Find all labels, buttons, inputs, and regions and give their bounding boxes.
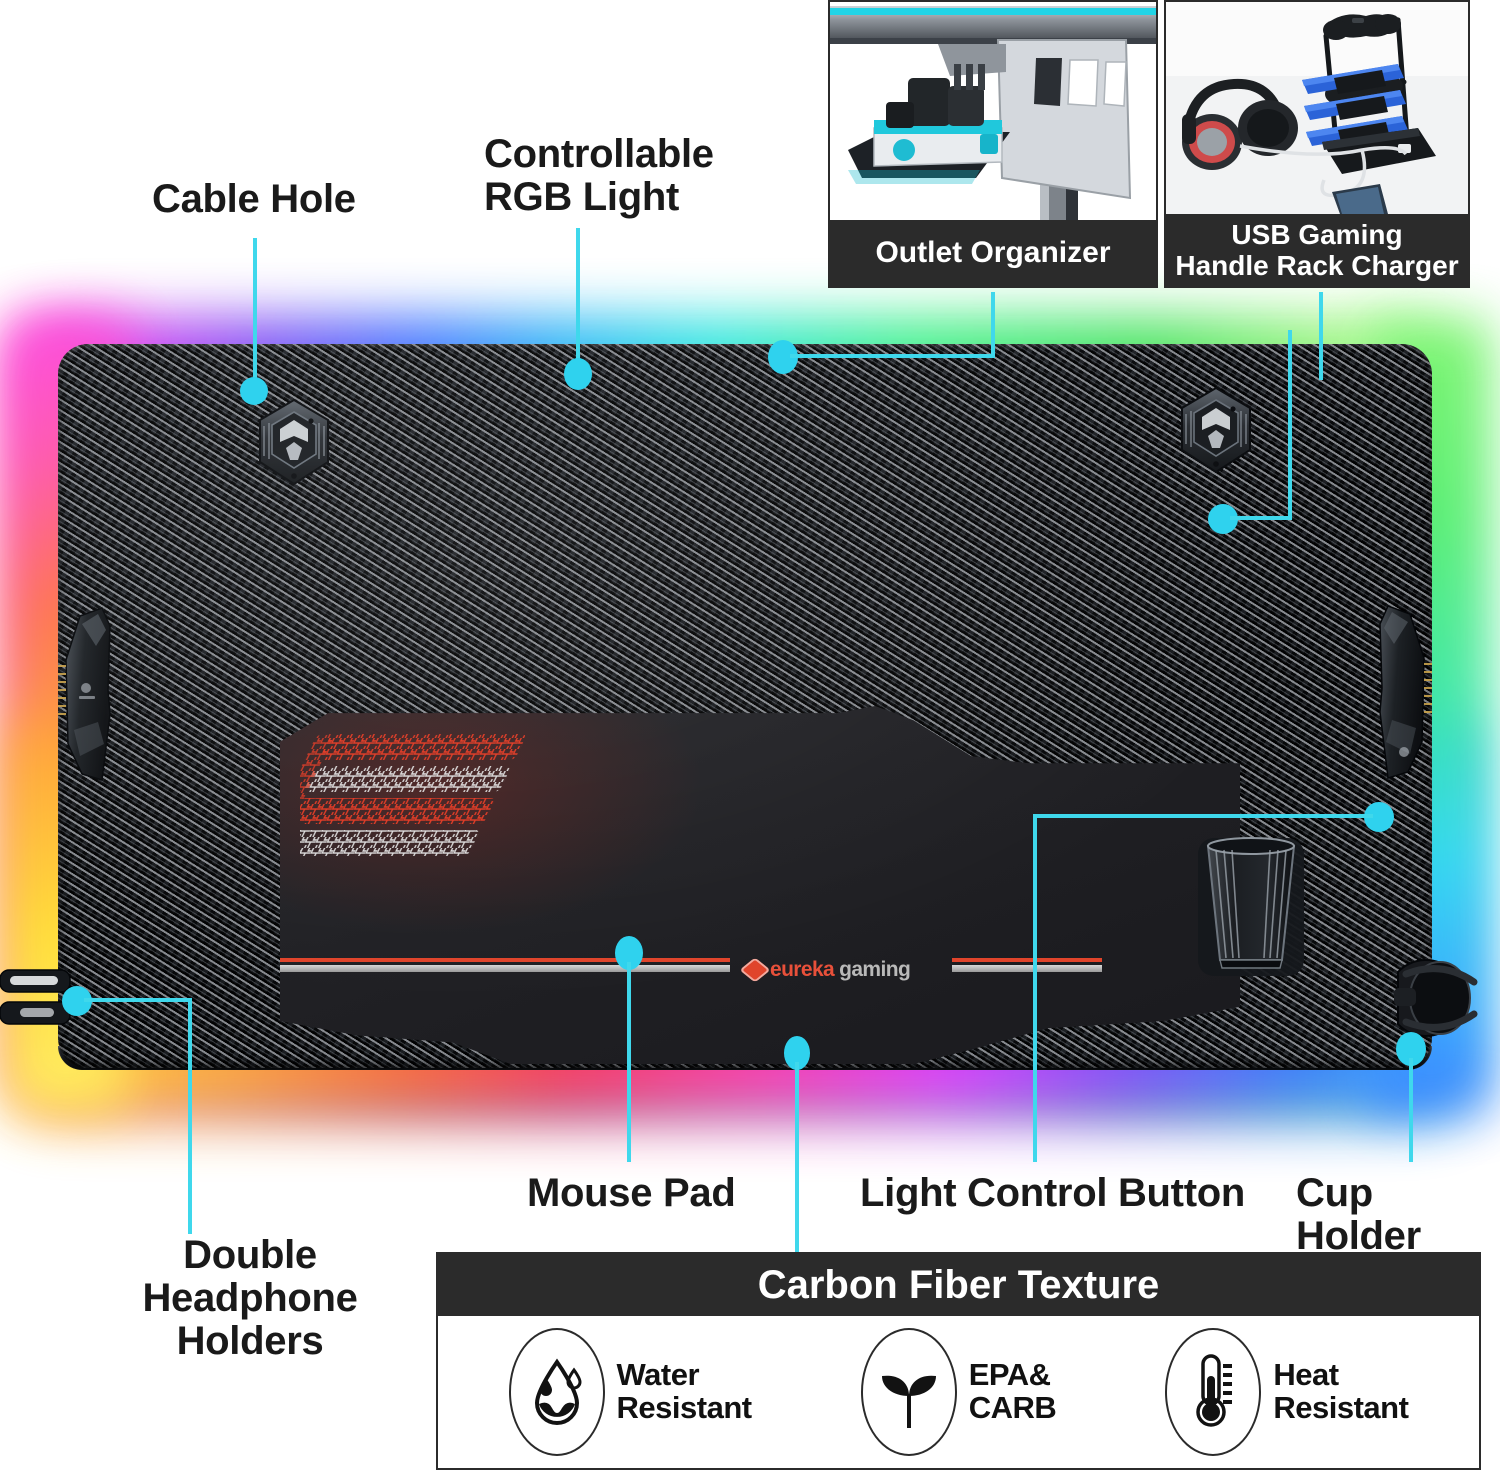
callout-line-mouse-pad: [627, 962, 631, 1162]
mousepad-circuit-logo: [300, 734, 526, 856]
callout-label-mouse-pad: Mouse Pad: [527, 1171, 736, 1215]
feature-item-epa-carb: EPA& CARB: [860, 1328, 1057, 1456]
water-drop-icon: [508, 1328, 605, 1456]
feature-panel-title: Carbon Fiber Texture: [438, 1254, 1479, 1316]
callout-line-rgb-light: [576, 228, 580, 376]
mousepad-accent-stripe-right: [952, 958, 1102, 977]
inset-card-outlet-organizer: Outlet Organizer: [828, 0, 1158, 288]
callout-dot-cable-hole: [240, 377, 268, 405]
callout-label-headphone-holders: Double Headphone Holders: [142, 1233, 358, 1364]
callout-line-carbon-fiber: [795, 1062, 799, 1254]
cable-hole-grommet-right: [1181, 386, 1251, 474]
cup-holder-ring: [1394, 959, 1478, 1037]
feature-label-water-resistant: Water Resistant: [616, 1357, 753, 1425]
callout-line-headphone-h: [84, 998, 192, 1002]
callout-line-cup-holder-bottom: [1409, 1058, 1413, 1162]
eureka-diamond-icon: [739, 957, 771, 983]
feature-panel-row: Water Resistant EPA& CARB: [438, 1316, 1479, 1468]
feature-label-heat-resistant: Heat Resistant: [1273, 1357, 1409, 1425]
feature-panel: Carbon Fiber Texture Water Resistant: [436, 1252, 1481, 1470]
callout-line-outlet-organizer-v: [991, 292, 995, 356]
callout-line-cable-hole: [253, 238, 257, 390]
thermometer-icon: [1165, 1328, 1262, 1456]
inset-photo-usb-charger: [1166, 2, 1468, 214]
callout-line-usb-charger: [1319, 292, 1323, 380]
headphone-holder-left-upper: [58, 607, 111, 781]
callout-line-cup-holder-top-v: [1288, 330, 1292, 518]
logo-eureka-text: eureka: [770, 958, 835, 981]
leaf-sprout-icon: [860, 1328, 957, 1456]
logo-gaming-text: gaming: [839, 958, 911, 981]
feature-label-epa-carb: EPA& CARB: [968, 1357, 1057, 1425]
callout-label-cup-holder: Cup Holder: [1296, 1171, 1421, 1259]
callout-line-cup-holder-top-h: [1230, 516, 1292, 520]
callout-line-outlet-organizer-h: [790, 354, 995, 358]
cup-holder: [1198, 837, 1304, 976]
callout-line-light-control-v: [1033, 814, 1037, 1162]
callout-line-headphone-v: [188, 998, 192, 1234]
cable-hole-grommet-left: [259, 398, 329, 486]
callout-line-light-control-h: [1033, 814, 1373, 818]
callout-label-rgb-light: Controllable RGB Light: [484, 132, 714, 220]
callout-label-cable-hole: Cable Hole: [152, 177, 356, 221]
inset-photo-outlet-organizer: [830, 2, 1156, 220]
callout-label-light-control: Light Control Button: [860, 1171, 1245, 1215]
feature-item-water-resistant: Water Resistant: [508, 1328, 753, 1456]
feature-item-heat-resistant: Heat Resistant: [1165, 1328, 1409, 1456]
inset-caption-outlet-organizer: Outlet Organizer: [830, 220, 1156, 286]
headphone-holder-right: [1379, 605, 1432, 779]
inset-caption-usb-charger: USB Gaming Handle Rack Charger: [1166, 214, 1468, 286]
double-headphone-holders: [0, 969, 71, 1025]
inset-card-usb-charger: USB Gaming Handle Rack Charger: [1164, 0, 1470, 288]
callout-dot-rgb-light: [564, 358, 592, 390]
mousepad-accent-stripe-left: [280, 958, 730, 977]
